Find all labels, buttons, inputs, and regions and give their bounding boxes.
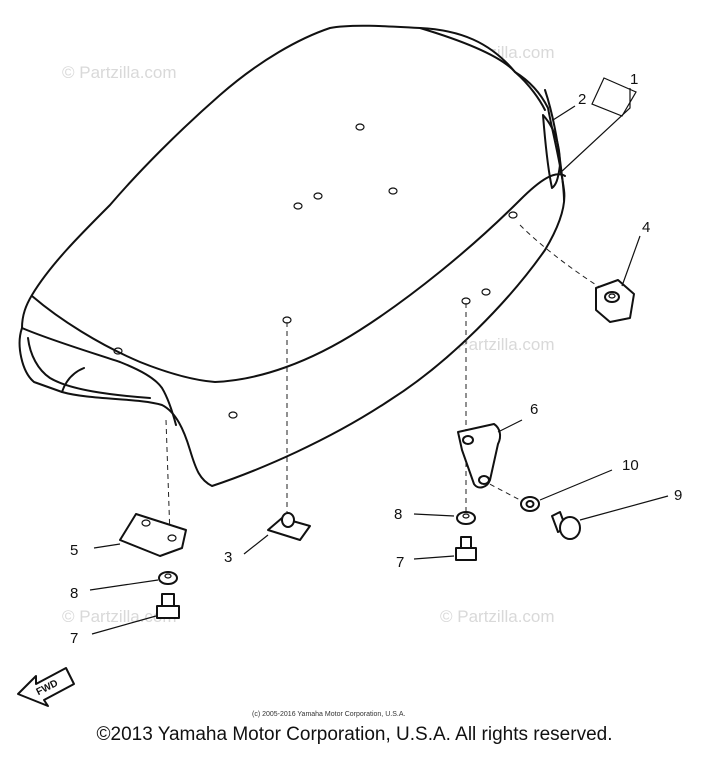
- part-label-2: 2: [578, 91, 586, 108]
- part-label-9: 9: [674, 487, 682, 504]
- part-label-1: 1: [630, 71, 638, 88]
- watermark: © Partzilla.com: [440, 607, 555, 626]
- watermark: © Partzilla.com: [440, 335, 555, 354]
- part-label-3: 3: [224, 549, 232, 566]
- dash-leader-4: [519, 224, 605, 291]
- part-label-8: 8: [70, 585, 78, 602]
- part-9-bolt: [551, 495, 669, 540]
- leader-1: [559, 88, 631, 174]
- part-3-plate: [243, 512, 311, 555]
- part-label-7: 7: [70, 630, 78, 647]
- part-label-5: 5: [70, 542, 78, 559]
- leader-2: [552, 105, 576, 121]
- part-10-washer: [520, 469, 613, 512]
- part-label-6: 6: [530, 401, 538, 418]
- watermark: © Partzilla.com: [62, 63, 177, 82]
- forward-arrow-icon: FWD: [17, 667, 75, 707]
- part-7b-bolt: [413, 536, 477, 561]
- watermark: © Partzilla.com: [62, 607, 177, 626]
- part-7a-bolt: [91, 593, 180, 635]
- dash-leader-5: [165, 419, 171, 537]
- part-label-10: 10: [622, 457, 639, 474]
- part-label-7: 7: [396, 554, 404, 571]
- part-label-8: 8: [394, 506, 402, 523]
- part-8b-washer: [413, 511, 476, 525]
- part-6-bracket: [457, 419, 523, 489]
- copyright-notice: ©2013 Yamaha Motor Corporation, U.S.A. A…: [96, 724, 613, 745]
- leader-1-box: [591, 77, 637, 117]
- seat-assembly: [18, 24, 566, 487]
- small-copyright: (c) 2005-2016 Yamaha Motor Corporation, …: [252, 711, 405, 718]
- part-label-4: 4: [642, 219, 650, 236]
- part-5-plate: [93, 513, 187, 557]
- part-8a-washer: [89, 571, 178, 591]
- dash-leader-10: [481, 479, 521, 501]
- part-4-clip: [595, 235, 641, 323]
